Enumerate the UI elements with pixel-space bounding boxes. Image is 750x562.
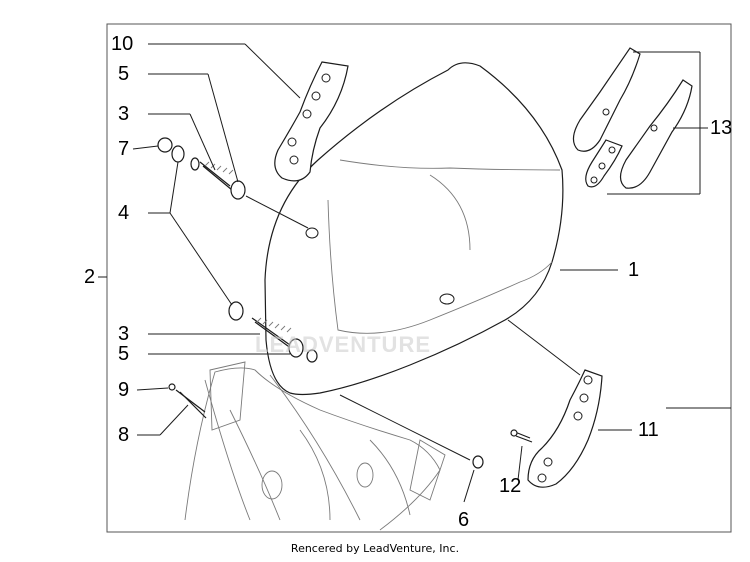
watermark-text: LEADVENTURE (255, 332, 432, 357)
callout-3-upper: 3 (118, 103, 130, 125)
windscreen-mount-hole (305, 227, 319, 239)
bracket-set-right (572, 47, 693, 189)
callout-7: 7 (118, 138, 130, 160)
callout-13: 13 (710, 117, 733, 139)
callout-4: 4 (118, 202, 130, 224)
screw-9 (168, 383, 176, 391)
callout-5-lower: 5 (118, 343, 130, 365)
render-credit: Rencered by LeadVenture, Inc. (290, 542, 460, 555)
leader-lines (98, 43, 731, 503)
callout-12: 12 (499, 475, 522, 497)
assembly-frame (106, 23, 732, 533)
bracket-left (274, 61, 349, 182)
bushing-5-upper (230, 180, 246, 200)
front-fairing (184, 361, 446, 531)
callout-11: 11 (638, 419, 659, 441)
callout-3-lower: 3 (118, 323, 130, 345)
nut-4-lower (228, 301, 244, 321)
hardware-lower (228, 301, 318, 363)
windscreen-mount-hole (439, 293, 455, 305)
hardware-misc (168, 383, 533, 469)
callout-1: 1 (628, 259, 640, 281)
callout-2: 2 (84, 266, 96, 288)
hardware-upper (157, 137, 246, 200)
nut-6 (472, 455, 484, 469)
callout-9: 9 (118, 379, 130, 401)
windscreen (264, 62, 564, 396)
screw-3-upper (199, 161, 233, 191)
nut-4-upper (171, 145, 185, 163)
cap-7 (157, 137, 173, 153)
screw-3-lower (251, 317, 293, 350)
screw-8 (175, 389, 206, 413)
bracket-lower-right (527, 369, 603, 488)
callout-8: 8 (118, 424, 130, 446)
bushing-5-lower (288, 338, 304, 358)
callout-5-upper: 5 (118, 63, 130, 85)
callout-10: 10 (111, 33, 134, 55)
callout-6: 6 (458, 509, 470, 531)
